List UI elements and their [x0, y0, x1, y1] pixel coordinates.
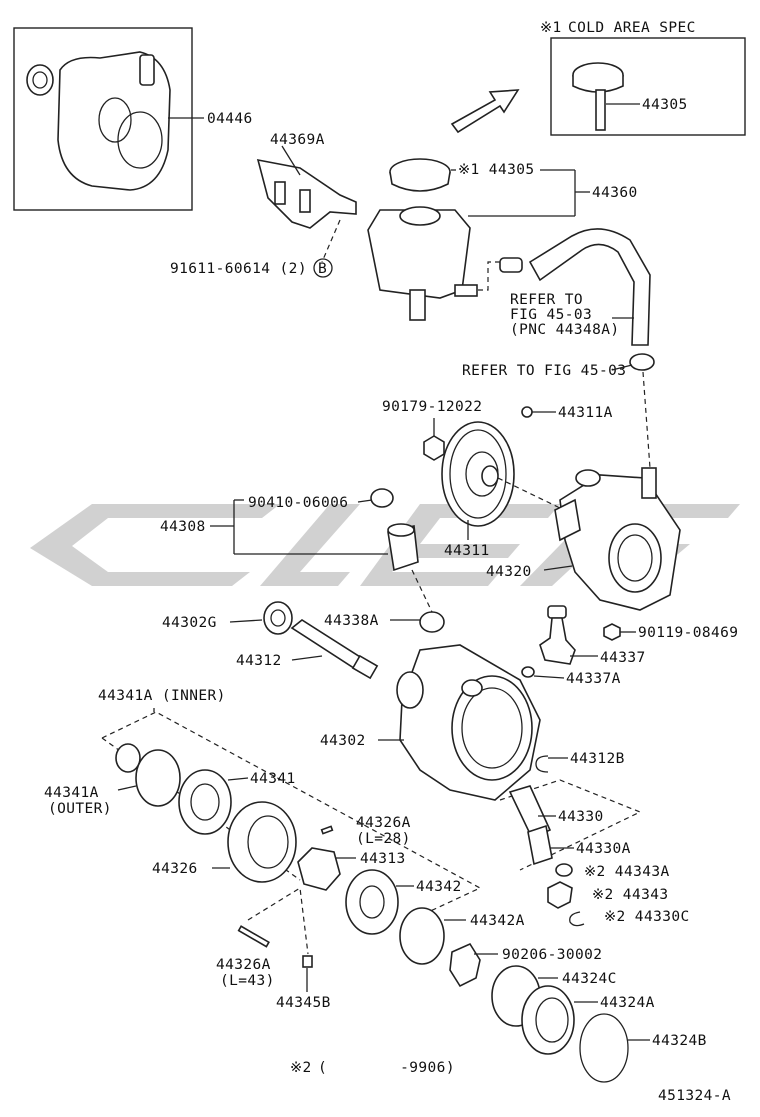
label-44341A-outer-2: (OUTER) — [48, 801, 112, 817]
label-44337: 44337 — [600, 650, 646, 666]
label-44312: 44312 — [236, 653, 282, 669]
label-44342A: 44342A — [470, 913, 525, 929]
label-refer-1b: FIG 45-03 — [510, 307, 592, 323]
footnote-mark: ※2 — [290, 1060, 312, 1076]
footnote-range: ( -9906) — [318, 1060, 455, 1076]
label-refer-2: REFER TO FIG 45-03 — [462, 363, 626, 379]
label-44326A-1b: (L=28) — [356, 831, 411, 847]
valve-44337: 44337 44337A 90119-08469 — [521, 605, 738, 687]
label-90179: 90179-12022 — [382, 399, 482, 415]
label-44308: 44308 — [160, 519, 206, 535]
cold-spec-title: COLD AREA SPEC — [568, 20, 696, 36]
label-refer-1c: (PNC 44348A) — [510, 322, 620, 338]
label-44369A: 44369A — [270, 132, 325, 148]
bracket-44369A: 44369A 91611-60614 (2) B — [170, 132, 357, 278]
reservoir-44360: ※1 44305 44360 — [367, 158, 638, 321]
plug-44308-group: 90410-06006 44308 — [160, 488, 433, 613]
label-44313: 44313 — [360, 851, 406, 867]
label-44324B: 44324B — [652, 1033, 707, 1049]
label-44302: 44302 — [320, 733, 366, 749]
pump-cartridge-group: 44341A (INNER) 44341A (OUTER) 44341 4432… — [44, 688, 525, 965]
pulley-44311: 90179-12022 44311A 44311 — [382, 399, 613, 559]
label-44326A-2a: 44326A — [216, 957, 271, 973]
housing-44302: 44302 44312B — [320, 644, 625, 801]
label-44341A-inner: 44341A (INNER) — [98, 688, 226, 704]
label-44343A: ※2 44343A — [584, 864, 670, 880]
label-44330: 44330 — [558, 809, 604, 825]
label-44338A: 44338A — [324, 613, 379, 629]
pump-body-44320: 44320 — [486, 467, 681, 611]
flow-valve-group: 44330 44330A ※2 44343A ※2 44343 ※2 44330… — [499, 779, 690, 927]
label-44341A-outer-1: 44341A — [44, 785, 99, 801]
label-b-mark: B — [318, 261, 327, 277]
label-44305: ※1 44305 — [458, 162, 534, 178]
diagram-id: 451324-A — [658, 1088, 731, 1104]
cold-spec-mark: ※1 — [540, 20, 562, 36]
label-44341: 44341 — [250, 771, 296, 787]
label-44326A-1a: 44326A — [356, 815, 411, 831]
label-91611: 91611-60614 (2) — [170, 261, 307, 277]
label-90119: 90119-08469 — [638, 625, 738, 641]
label-44343: ※2 44343 — [592, 887, 668, 903]
label-44326: 44326 — [152, 861, 198, 877]
label-90206: 90206-30002 — [502, 947, 602, 963]
label-90410: 90410-06006 — [248, 495, 348, 511]
gasket-kit-04446: 04446 — [13, 27, 253, 211]
label-04446: 04446 — [207, 111, 253, 127]
rings-group: 90206-30002 44324C 44324A 44324B — [449, 942, 707, 1083]
label-44330C: ※2 44330C — [604, 909, 690, 925]
seal-parts: 44338A 44302G — [162, 601, 445, 635]
label-44345B: 44345B — [276, 995, 331, 1011]
pins-group: 44326A (L=43) 44345B — [216, 886, 331, 1011]
label-44311A: 44311A — [558, 405, 613, 421]
label-44324C: 44324C — [562, 971, 617, 987]
cold-spec-part: 44305 — [642, 97, 688, 113]
shaft-44312: 44312 — [236, 619, 379, 680]
arrow-icon — [450, 89, 520, 134]
label-44312B: 44312B — [570, 751, 625, 767]
label-44326A-2b: (L=43) — [220, 973, 275, 989]
cold-area-spec-box: ※1 COLD AREA SPEC 44305 — [540, 20, 746, 136]
label-44324A: 44324A — [600, 995, 655, 1011]
label-44311: 44311 — [444, 543, 490, 559]
label-44360: 44360 — [592, 185, 638, 201]
label-44342: 44342 — [416, 879, 462, 895]
label-44302G: 44302G — [162, 615, 217, 631]
label-refer-1a: REFER TO — [510, 292, 583, 308]
label-44330A: 44330A — [576, 841, 631, 857]
label-44320: 44320 — [486, 564, 532, 580]
hose-44348A: REFER TO FIG 45-03 (PNC 44348A) REFER TO… — [462, 228, 655, 469]
label-44337A: 44337A — [566, 671, 621, 687]
